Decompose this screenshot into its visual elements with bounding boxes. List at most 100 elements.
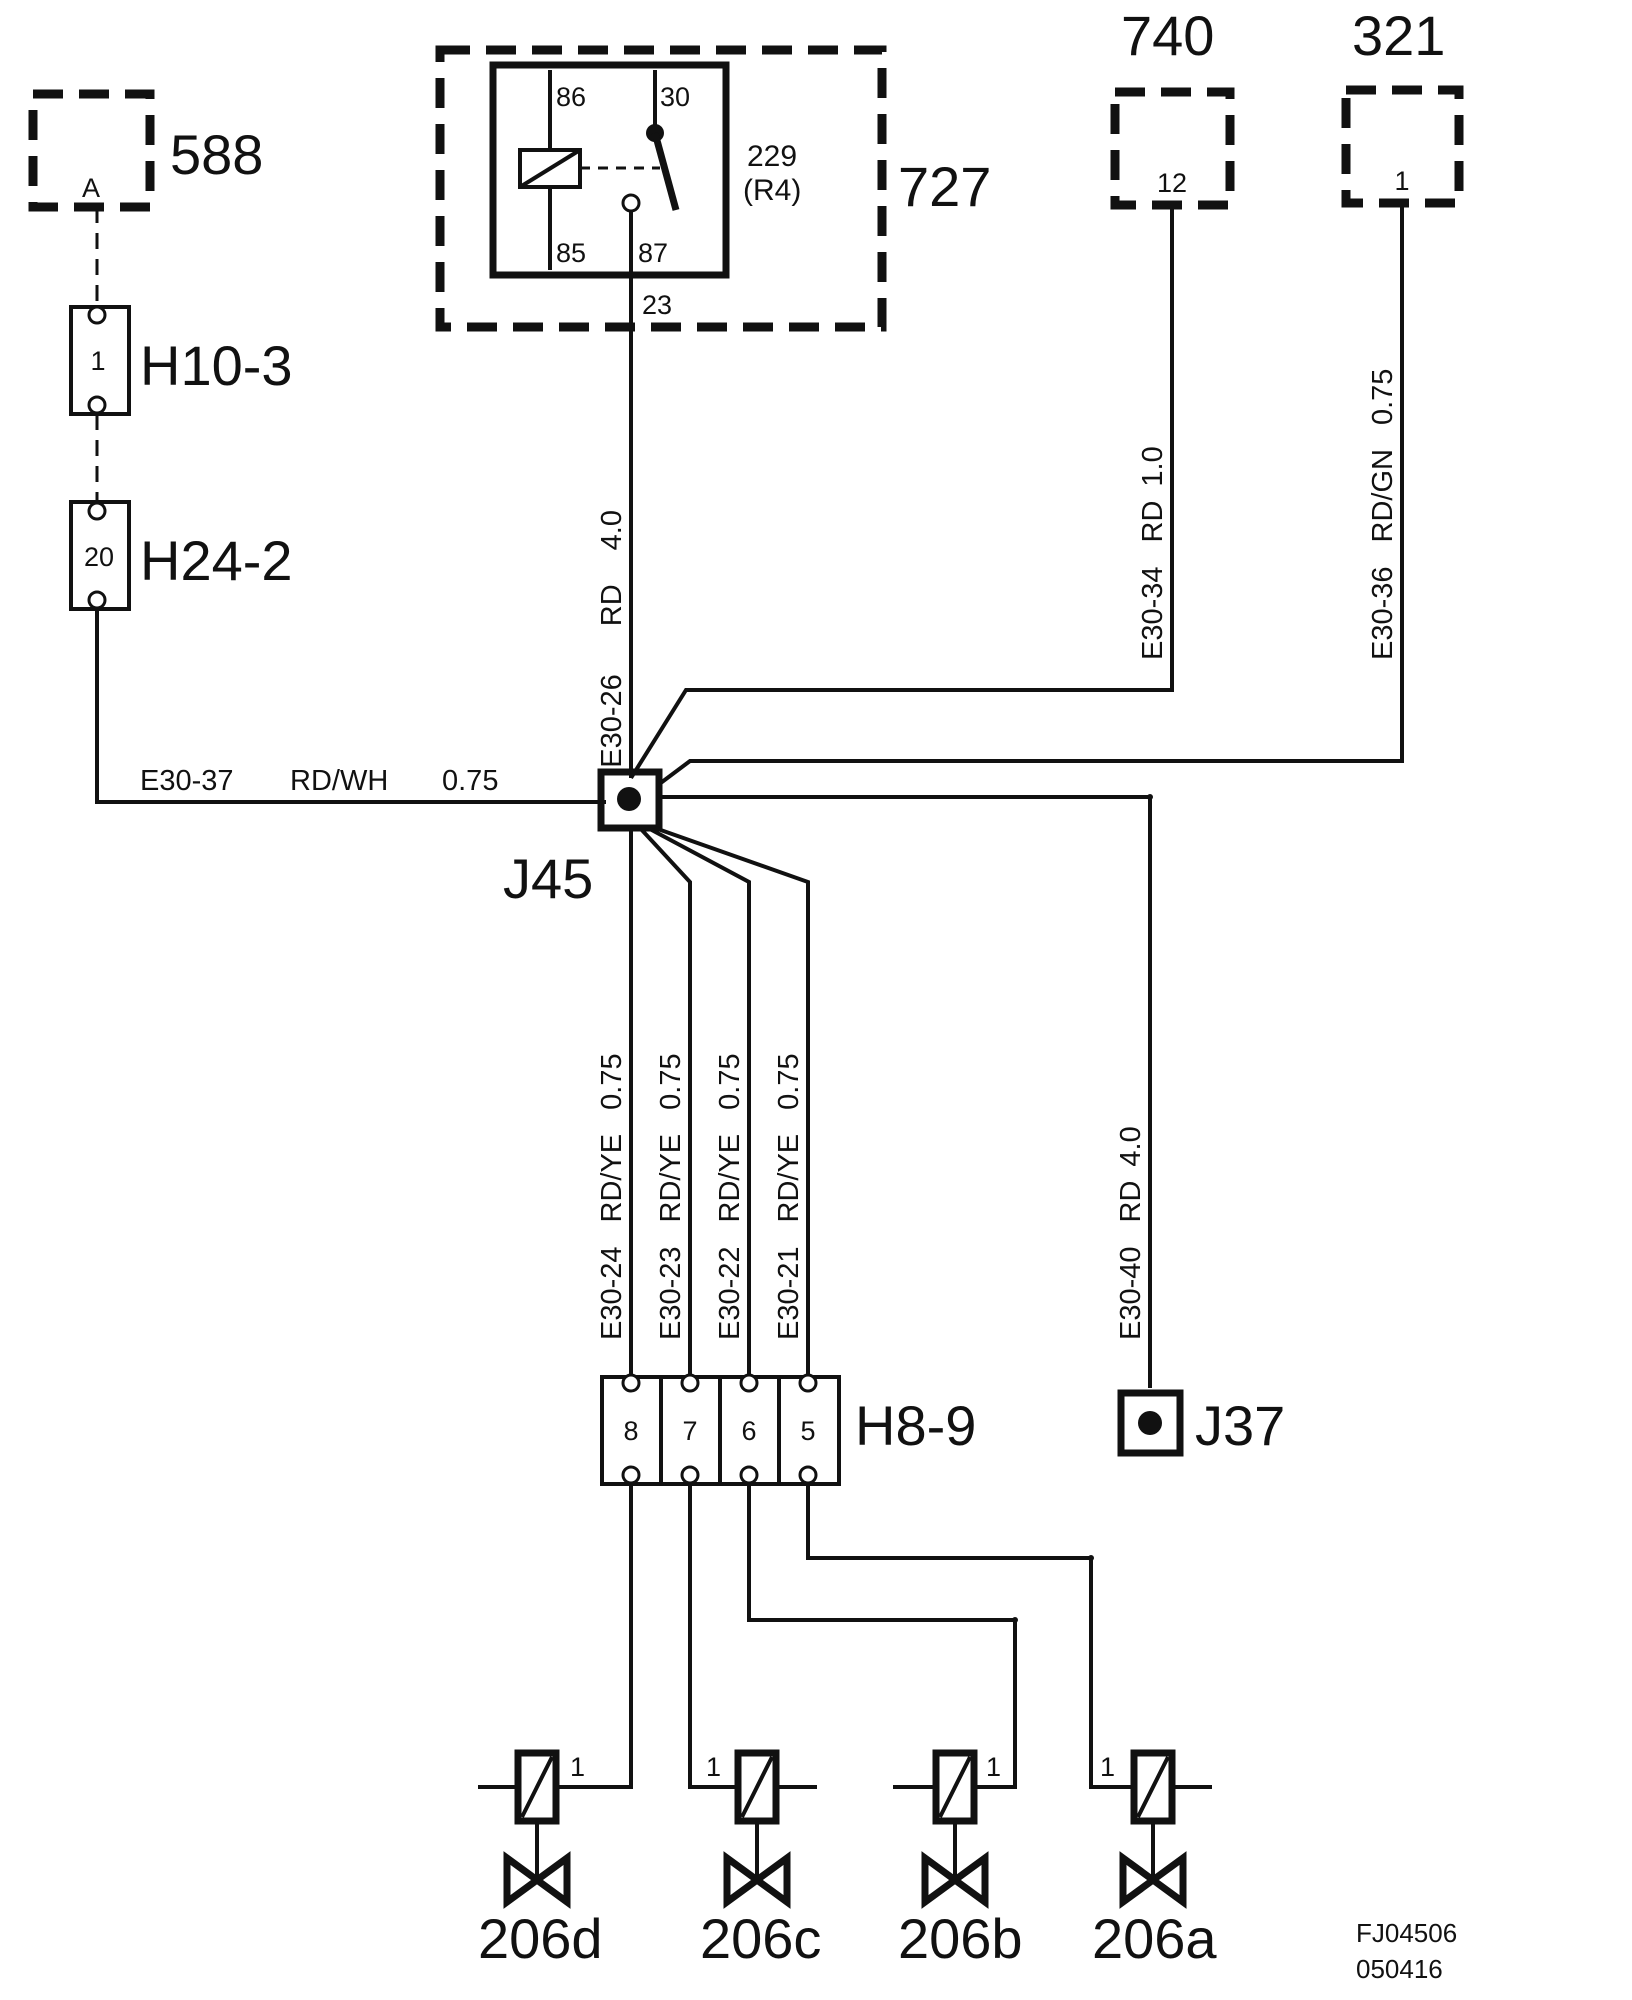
wire-e30-23-label: E30-23RD/YE0.75 — [655, 1053, 687, 1340]
connector-h8-9-pin-5: 5 — [800, 1416, 815, 1446]
junction-j37-dot — [1138, 1411, 1162, 1435]
wire-e30-36-size: 0.75 — [1367, 369, 1399, 425]
connector-h10-3-terminal-top — [87, 305, 107, 325]
wire-e30-23-size: 0.75 — [655, 1053, 687, 1109]
connector-h8-9-terminal-6-bottom — [739, 1465, 759, 1485]
junction-j37-label: J37 — [1195, 1394, 1285, 1457]
valve-206b-valve-icon — [921, 1851, 989, 1909]
valve-206a: 1 206a — [1091, 1749, 1217, 1970]
connector-h8-9-terminal-6-top — [739, 1373, 759, 1393]
relay-coil-diagonal — [518, 148, 582, 189]
component-727-socket-pin: 23 — [642, 290, 672, 320]
wire-h8-9-pin8-to-206d — [569, 1483, 633, 1789]
connector-h8-9-terminal-7-bottom — [680, 1465, 700, 1485]
wire-e30-21-id: E30-21 — [773, 1246, 805, 1340]
wire-e30-22-label: E30-22 RD/YE 0.75 — [714, 1053, 746, 1340]
valve-206c-valve-icon — [723, 1851, 791, 1909]
valve-206b-label: 206b — [898, 1907, 1023, 1970]
component-740-pin: 12 — [1157, 168, 1187, 198]
wire-e30-37 — [95, 608, 606, 804]
valve-206c: 1 206c — [690, 1749, 821, 1970]
valve-206c-pin: 1 — [706, 1752, 721, 1782]
relay-switch-contact-icon — [651, 132, 680, 211]
component-321: 321 1 — [1341, 4, 1464, 208]
valve-206b: 1 206b — [893, 1749, 1023, 1970]
component-727-socket — [435, 45, 887, 332]
connector-h8-9: 8 7 6 5 H8-9 — [600, 1373, 976, 1486]
junction-j37-box — [1117, 1389, 1184, 1457]
connector-h8-9-terminal-5-bottom — [798, 1465, 818, 1485]
component-321-label: 321 — [1352, 4, 1445, 67]
valve-206c-label: 206c — [700, 1907, 821, 1970]
junction-j45: J45 — [503, 768, 663, 910]
relay-label-229: 229 — [747, 140, 797, 173]
footer-date: 050416 — [1356, 1954, 1443, 1984]
component-588-label: 588 — [170, 123, 263, 186]
wire-e30-24-size: 0.75 — [596, 1053, 628, 1109]
component-740-label: 740 — [1121, 4, 1214, 67]
wire-e30-34-size: 1.0 — [1137, 446, 1169, 486]
wire-pin5-bend-dot — [1088, 1555, 1094, 1561]
wire-h8-9-pin7-to-206c — [688, 1483, 738, 1789]
valve-206a-pin: 1 — [1100, 1752, 1115, 1782]
component-588-pin: A — [82, 173, 100, 203]
valve-206a-coil-diagonal — [1136, 1756, 1170, 1818]
junction-j37: J37 — [1117, 1389, 1285, 1457]
connector-h8-9-terminal-7-top — [680, 1373, 700, 1393]
wire-e30-34-color: RD — [1137, 501, 1169, 543]
wire-e30-37-size: 0.75 — [442, 765, 498, 797]
connector-h10-3-label: H10-3 — [140, 334, 293, 397]
relay-pin-30: 30 — [660, 82, 690, 112]
wire-e30-22-size: 0.75 — [714, 1053, 746, 1109]
connector-h8-9-terminal-5-top — [798, 1373, 818, 1393]
connector-h10-3-terminal-bottom — [87, 395, 107, 415]
connector-h10-3-pin: 1 — [90, 346, 105, 376]
wire-e30-34-label: E30-34 RD 1.0 — [1137, 446, 1169, 660]
connector-h24-2: 20 H24-2 — [69, 500, 293, 611]
wire-e30-36-color: RD/GN — [1367, 449, 1399, 542]
valve-206d: 1 206d — [478, 1749, 603, 1970]
connector-h8-9-terminal-8-bottom — [621, 1465, 641, 1485]
connector-h8-9-pin-7: 7 — [682, 1416, 697, 1446]
connector-h24-2-label: H24-2 — [140, 529, 293, 592]
component-740: 740 12 — [1110, 4, 1235, 210]
wire-e30-37-label: E30-37 RD/WH 0.75 — [140, 765, 498, 797]
wire-e30-34-id: E30-34 — [1137, 566, 1169, 660]
wire-e30-22-id: E30-22 — [714, 1246, 746, 1340]
valve-206b-coil-diagonal — [938, 1756, 972, 1818]
wire-e30-24-id: E30-24 — [596, 1246, 628, 1340]
connector-h24-2-pin: 20 — [84, 542, 114, 572]
wire-e30-21-size: 0.75 — [773, 1053, 805, 1109]
relay-pin-87: 87 — [638, 238, 668, 268]
valve-206d-label: 206d — [478, 1907, 603, 1970]
connector-h10-3: 1 H10-3 — [69, 305, 293, 416]
component-321-pin: 1 — [1394, 166, 1409, 196]
component-727: 86 30 85 87 229 (R4) 23 727 — [435, 45, 991, 332]
wire-e30-36-label: E30-36 RD/GN 0.75 — [1367, 369, 1399, 660]
valve-206b-pin: 1 — [986, 1752, 1001, 1782]
connector-h24-2-terminal-bottom — [87, 590, 107, 610]
relay-229-body — [489, 61, 730, 279]
component-727-label: 727 — [898, 155, 991, 218]
relay-pin-86: 86 — [556, 82, 586, 112]
wire-e30-21-color: RD/YE — [773, 1134, 805, 1223]
connector-h24-2-terminal-top — [87, 501, 107, 521]
wire-e30-22-color: RD/YE — [714, 1134, 746, 1223]
wire-pin6-bend-dot — [1012, 1617, 1018, 1623]
valve-206a-label: 206a — [1092, 1907, 1217, 1970]
connector-h8-9-label: H8-9 — [855, 1394, 976, 1457]
wire-e30-24-label: E30-24 RD/YE 0.75 — [596, 1053, 628, 1340]
valve-206a-valve-icon — [1119, 1851, 1187, 1909]
connector-h8-9-terminal-8-top — [621, 1373, 641, 1393]
wire-e30-26-label: E30-26RD4.0 — [596, 510, 628, 768]
wire-e30-24-color: RD/YE — [596, 1134, 628, 1223]
component-588-box — [28, 89, 155, 212]
relay-pin-85: 85 — [556, 238, 586, 268]
wire-e30-34 — [629, 205, 1174, 780]
valve-206d-pin: 1 — [570, 1752, 585, 1782]
connector-h8-9-pin-8: 8 — [623, 1416, 638, 1446]
footer-code: FJ04506 — [1356, 1918, 1457, 1948]
connector-h8-9-pin-6: 6 — [741, 1416, 756, 1446]
wire-e30-36-id: E30-36 — [1367, 566, 1399, 660]
wire-e30-37-id: E30-37 — [140, 765, 234, 797]
